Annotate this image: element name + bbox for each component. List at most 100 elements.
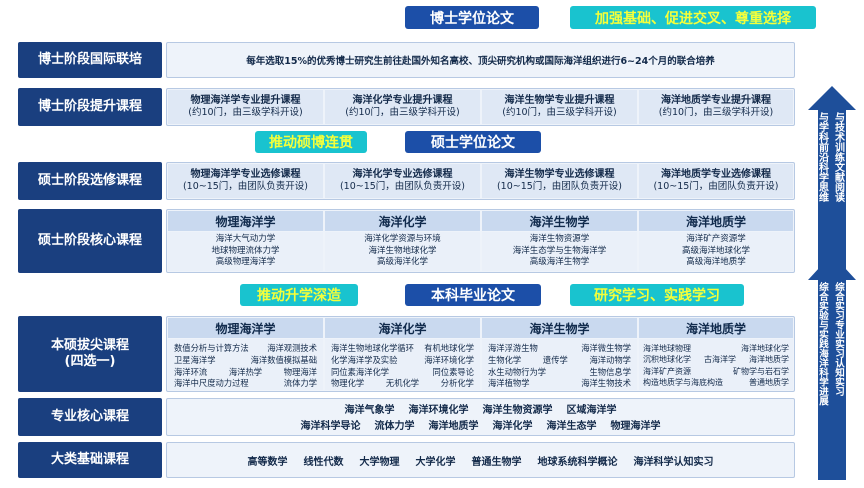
course: 海洋地质学 bbox=[428, 421, 479, 432]
course-line: 化学海洋学及实验 海洋环境化学 bbox=[331, 355, 474, 367]
course: 同位素导论 bbox=[432, 366, 475, 377]
course: 物理海洋学 bbox=[610, 421, 661, 432]
course: 海洋地球物理 bbox=[643, 344, 691, 353]
course: 海洋浮游生物 bbox=[488, 343, 538, 353]
cell-title: 海洋化学专业选修课程 bbox=[352, 168, 453, 180]
course: 海洋生物资源学 bbox=[482, 405, 553, 416]
general-courses: 高等数学 线性代数 大学物理 大学化学 普通生物学 地球系统科学概论 海洋科学认… bbox=[166, 442, 795, 478]
upper-up-arrow-icon bbox=[808, 86, 856, 272]
course: 地球系统科学概论 bbox=[537, 456, 618, 468]
course-line: 高级海洋地质学 bbox=[686, 257, 746, 268]
course: 构造地质学与海底构造 bbox=[643, 378, 723, 388]
course-line: 海洋矿产资源 矿物学与岩石学 bbox=[643, 366, 789, 377]
course: 海洋地球化学 bbox=[741, 344, 789, 353]
master-core-head-chemistry: 海洋化学 bbox=[325, 211, 480, 231]
course: 区域海洋学 bbox=[566, 405, 617, 416]
course: 同位素海洋化学 bbox=[331, 366, 390, 377]
top-talent-head-chemistry: 海洋化学 bbox=[325, 318, 480, 338]
course-line: 海洋化学资源与环境 bbox=[364, 234, 441, 245]
lower-up-arrow-icon bbox=[808, 254, 856, 480]
cell-title: 海洋生物学专业提升课程 bbox=[504, 94, 615, 106]
course-line: 海洋地球物理 海洋地球化学 bbox=[643, 343, 789, 354]
course: 有机地球化学 bbox=[424, 343, 474, 353]
course-line: 海洋植物学 海洋生物技术 bbox=[488, 378, 631, 390]
master-core-body-physical: 海洋大气动力学 地球物理流体力学 高级物理海洋学 bbox=[168, 232, 323, 271]
course: 生物信息学 bbox=[589, 366, 632, 377]
course: 生物化学 bbox=[488, 354, 522, 365]
course: 海洋植物学 bbox=[488, 378, 530, 389]
course: 海洋地质学 bbox=[749, 355, 789, 365]
course: 流体力学 bbox=[374, 421, 415, 432]
top-talent-body-biology: 海洋浮游生物海洋微生物学 生物化学遗传学海洋动物学 水生动物行为学生物信息学 海… bbox=[482, 339, 637, 390]
course-line: 卫星海洋学 海洋数值模拟基础 bbox=[174, 355, 317, 367]
phd-upgrade-cell-chemistry: 海洋化学专业提升课程 (约10门，由三级学科开设) bbox=[325, 90, 480, 124]
course: 化学海洋学及实验 bbox=[331, 354, 398, 365]
course: 大学化学 bbox=[415, 456, 456, 468]
master-core-body-chemistry: 海洋化学资源与环境 海洋生物地球化学 高级海洋化学 bbox=[325, 232, 480, 271]
course: 海洋微生物学 bbox=[581, 343, 631, 353]
master-core-body-biology: 海洋生物资源学 海洋生态学与生物海洋学 高级海洋生物学 bbox=[482, 232, 637, 271]
master-elective-cell-physical: 物理海洋学专业选修课程 (10~15门，由团队负责开设) bbox=[168, 164, 323, 198]
cell-sub: (约10门，由三级学科开设) bbox=[188, 107, 303, 119]
top-talent-body-physical: 数值分析与计算方法海洋观测技术 卫星海洋学海洋数值模拟基础 海洋环流海洋热学物理… bbox=[168, 339, 323, 390]
course: 水生动物行为学 bbox=[488, 366, 547, 377]
phd-thesis-banner: 博士学位论文 bbox=[405, 6, 539, 29]
course: 海洋矿产资源 bbox=[643, 366, 691, 376]
cell-title: 海洋地质学专业提升课程 bbox=[661, 94, 771, 106]
course: 流体力学 bbox=[283, 378, 317, 389]
course: 海洋环流 bbox=[174, 366, 208, 377]
course-line: 物理化学无机化学分析化学 bbox=[331, 378, 474, 390]
undergrad-link-banner: 推动升学深造 bbox=[240, 284, 358, 306]
master-elective-label: 硕士阶段选修课程 bbox=[18, 162, 162, 200]
cell-title: 海洋地质学专业选修课程 bbox=[661, 168, 771, 180]
course: 遗传学 bbox=[542, 354, 568, 365]
course: 海洋数值模拟基础 bbox=[250, 354, 317, 365]
course-line: 高级物理海洋学 bbox=[215, 257, 276, 268]
master-elective-cell-biology: 海洋生物学专业选修课程 (10~15门，由团队负责开设) bbox=[482, 164, 637, 198]
general-label: 大类基础课程 bbox=[18, 442, 162, 478]
course: 数值分析与计算方法 bbox=[174, 343, 249, 353]
course: 矿物学与岩石学 bbox=[733, 366, 789, 376]
course-line: 高级海洋化学 bbox=[376, 257, 428, 268]
master-elective-cell-chemistry: 海洋化学专业选修课程 (10~15门，由团队负责开设) bbox=[325, 164, 480, 198]
phd-intl-label: 博士阶段国际联培 bbox=[18, 42, 162, 78]
cell-sub: (约10门，由三级学科开设) bbox=[658, 107, 774, 119]
top-talent-label-main: 本硕拔尖课程 bbox=[50, 337, 129, 353]
phd-upgrade-cell-physical: 物理海洋学专业提升课程 (约10门，由三级学科开设) bbox=[168, 90, 323, 124]
course: 物理化学 bbox=[331, 378, 365, 389]
cell-sub: (10~15门，由团队负责开设) bbox=[653, 181, 779, 193]
phd-upgrade-cell-geology: 海洋地质学专业提升课程 (约10门，由三级学科开设) bbox=[639, 90, 793, 124]
course-line: 构造地质学与海底构造普通地质学 bbox=[643, 377, 789, 388]
major-core-row bbox=[166, 398, 795, 436]
course: 海洋环境化学 bbox=[424, 354, 474, 365]
course-line: 水生动物行为学 生物信息学 bbox=[488, 367, 631, 379]
course-line: 海洋环流 海洋热学 物理海洋 bbox=[174, 367, 317, 379]
cell-sub: (10~15门，由团队负责开设) bbox=[339, 181, 466, 193]
course: 海洋生物技术 bbox=[581, 378, 631, 389]
phd-motto-banner: 加强基础、促进交叉、尊重选择 bbox=[570, 6, 816, 29]
course: 海洋气象学 bbox=[344, 405, 395, 416]
course-line: 海洋生物资源学 bbox=[529, 234, 590, 245]
lower-arrow-text-1: 综合实验与实践海洋科学进展 bbox=[817, 282, 828, 406]
cell-title: 物理海洋学专业选修课程 bbox=[190, 168, 301, 180]
top-talent-body-geology: 海洋地球物理海洋地球化学 沉积地球化学古海洋学海洋地质学 海洋矿产资源矿物学与岩… bbox=[639, 339, 793, 390]
phd-upgrade-cell-biology: 海洋生物学专业提升课程 (约10门，由三级学科开设) bbox=[482, 90, 637, 124]
course-line: 海洋生物地球化学 bbox=[368, 245, 437, 256]
course: 高等数学 bbox=[247, 456, 288, 468]
course: 海洋热学 bbox=[228, 366, 263, 377]
course: 物理海洋 bbox=[283, 366, 317, 377]
undergrad-motto-banner: 研究学习、实践学习 bbox=[570, 284, 744, 306]
master-thesis-banner: 硕士学位论文 bbox=[405, 131, 541, 153]
course: 卫星海洋学 bbox=[174, 354, 216, 365]
major-core-label: 专业核心课程 bbox=[18, 398, 162, 436]
course: 海洋生态学 bbox=[546, 421, 597, 432]
master-core-head-biology: 海洋生物学 bbox=[482, 211, 637, 231]
course-line: 海洋生物地球化学循环有机地球化学 bbox=[331, 343, 474, 355]
course-line: 地球物理流体力学 bbox=[211, 245, 280, 256]
course-line: 海洋矿产资源学 bbox=[686, 234, 746, 245]
master-core-label: 硕士阶段核心课程 bbox=[18, 209, 162, 273]
phd-upgrade-label: 博士阶段提升课程 bbox=[18, 88, 162, 126]
cell-sub: (约10门，由三级学科开设) bbox=[345, 107, 460, 119]
top-talent-label-sub: (四选一) bbox=[64, 354, 116, 369]
upper-arrow-text-2: 与技术训练文献阅读 bbox=[832, 112, 844, 202]
